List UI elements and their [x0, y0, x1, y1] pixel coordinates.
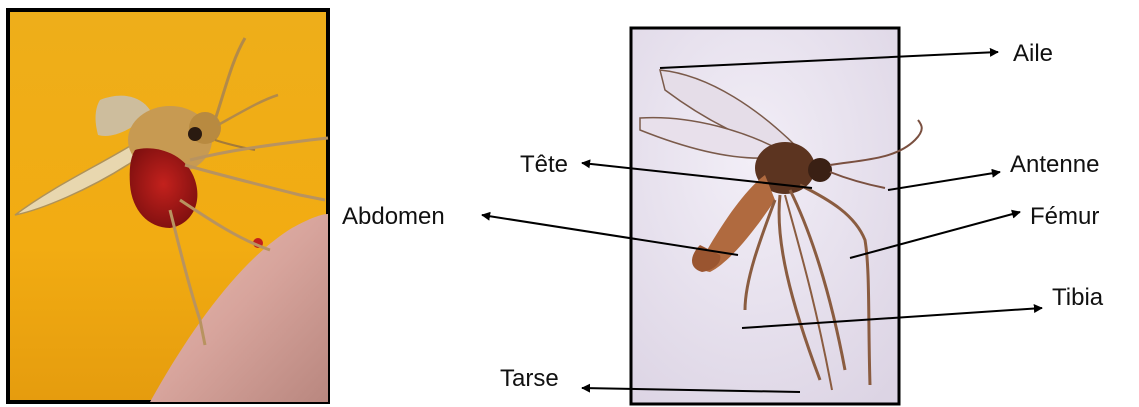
eye [188, 127, 202, 141]
label-abdomen: Abdomen [342, 203, 445, 230]
label-tibia: Tibia [1052, 284, 1104, 311]
right-head [808, 158, 832, 182]
left-photo [8, 10, 328, 402]
label-tete: Tête [520, 151, 568, 178]
leader-antenne [888, 172, 1000, 190]
label-femur: Fémur [1030, 203, 1099, 230]
right-photo [631, 28, 922, 404]
label-tarse: Tarse [500, 365, 559, 392]
label-antenne: Antenne [1010, 151, 1099, 178]
label-aile: Aile [1013, 40, 1053, 67]
